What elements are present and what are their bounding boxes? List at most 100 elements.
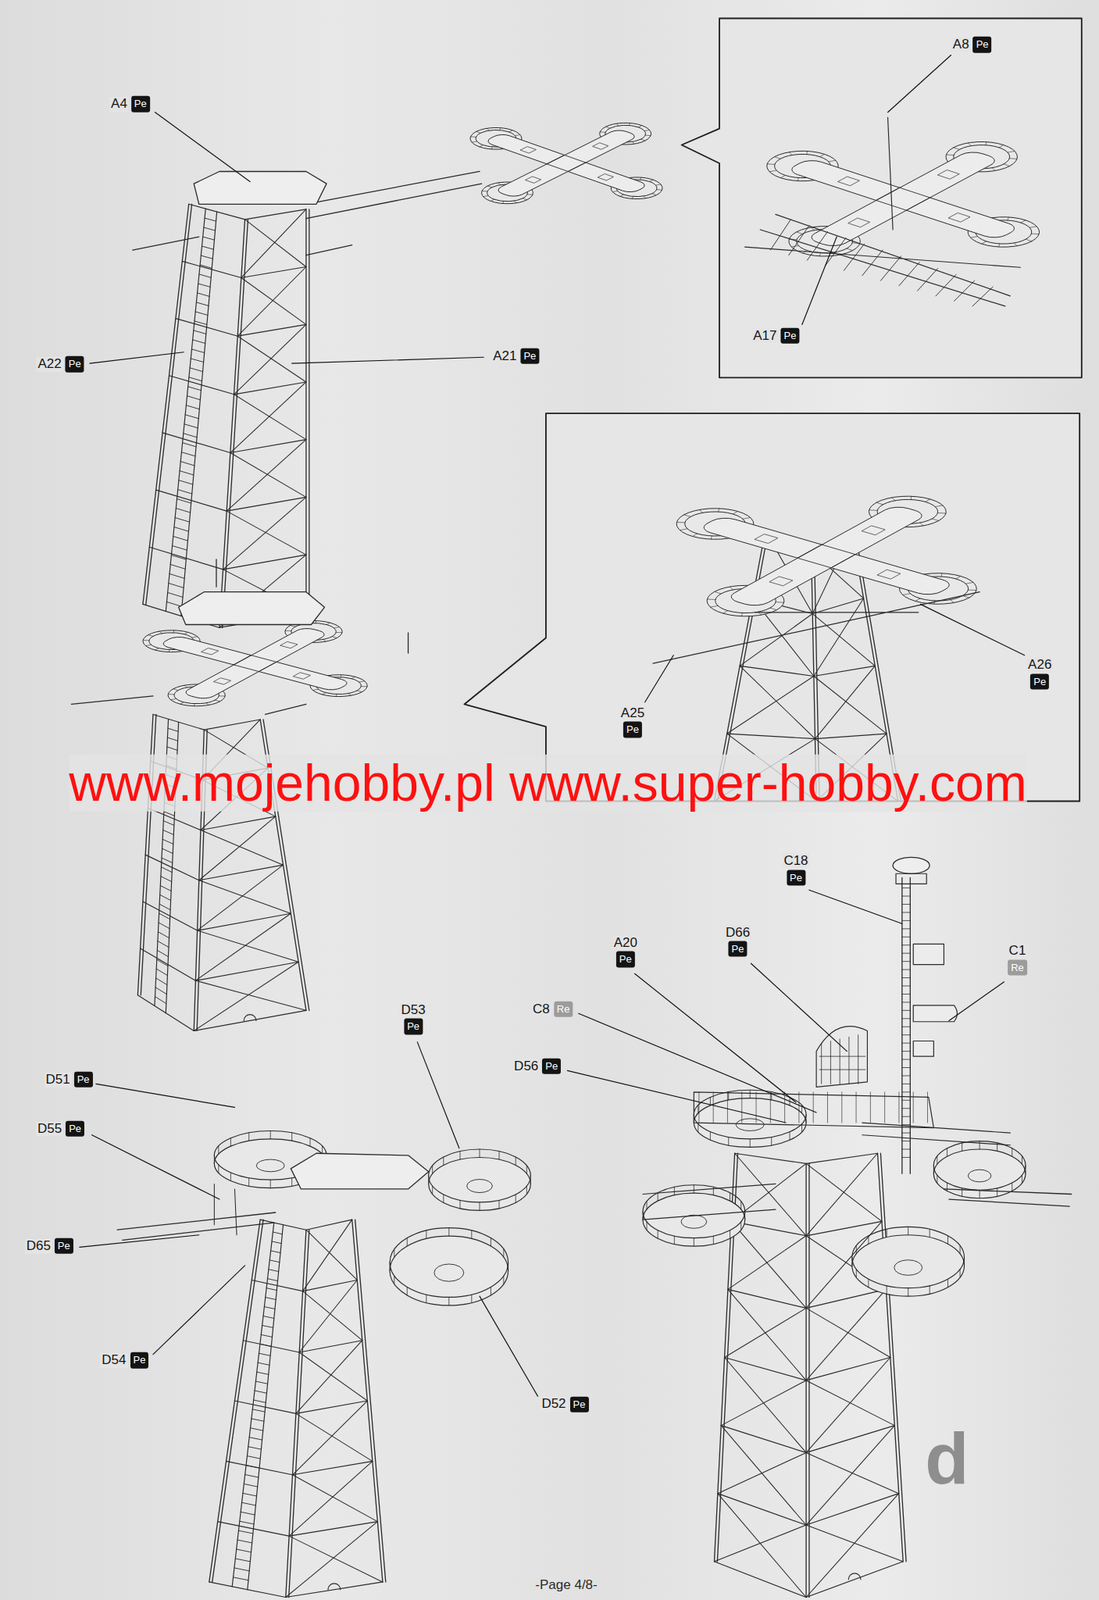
- line-art: [252, 1409, 265, 1412]
- line-art: [299, 1352, 368, 1401]
- line-art: [259, 1352, 272, 1356]
- line-art: [713, 1524, 807, 1562]
- line-art: [485, 128, 491, 131]
- material-badge: Pe: [74, 1071, 93, 1088]
- line-art: [1029, 225, 1037, 229]
- cross-platform: [400, 93, 732, 233]
- line-art: [953, 280, 975, 301]
- line-art: [717, 1493, 900, 1525]
- line-art: [546, 155, 586, 172]
- line-art: [775, 600, 785, 604]
- line-art: [289, 1535, 383, 1582]
- line-art: [938, 170, 960, 180]
- line-art: [655, 183, 661, 186]
- part-callout: D54Pe: [99, 1352, 149, 1368]
- line-art: [180, 702, 184, 704]
- line-art: [933, 1165, 935, 1174]
- line-art: [947, 1278, 949, 1287]
- part-callout: A20Pe: [612, 934, 639, 967]
- line-art: [740, 1201, 742, 1210]
- line-art: [946, 1182, 948, 1191]
- line-art: [802, 236, 837, 325]
- line-art: [425, 1294, 427, 1303]
- line-art: [167, 737, 178, 741]
- line-art: [806, 231, 828, 261]
- line-art: [813, 1091, 814, 1123]
- line-art: [657, 1230, 659, 1239]
- line-art: [333, 694, 339, 697]
- line-art: [173, 688, 179, 691]
- line-art: [851, 1256, 853, 1265]
- line-art: [233, 1577, 249, 1581]
- line-art: [956, 575, 961, 579]
- part-number: C8: [531, 1002, 552, 1017]
- line-art: [291, 1177, 293, 1186]
- line-art: [193, 961, 299, 1031]
- line-art: [155, 648, 159, 650]
- arm: [724, 504, 929, 608]
- line-art: [202, 246, 215, 250]
- line-art: [149, 546, 307, 570]
- line-art: [720, 1425, 895, 1453]
- part-number: A26: [1026, 657, 1053, 673]
- line-art: [393, 1248, 395, 1257]
- line-art: [431, 1165, 433, 1174]
- line-art: [846, 248, 853, 251]
- line-art: [168, 375, 306, 395]
- line-art: [191, 703, 197, 707]
- line-art: [248, 1446, 262, 1449]
- line-art: [630, 196, 636, 199]
- line-art: [979, 1141, 981, 1149]
- line-art: [155, 112, 250, 182]
- ring-platform-rail: [933, 1141, 1026, 1191]
- line-art: [693, 1184, 695, 1193]
- line-art: [981, 241, 987, 244]
- line-art: [806, 1114, 807, 1123]
- line-art: [265, 1297, 276, 1300]
- line-art: [201, 648, 219, 655]
- line-art: [934, 504, 943, 508]
- line-art: [199, 816, 276, 881]
- line-art: [692, 533, 697, 536]
- line-art: [117, 1212, 275, 1240]
- part-number: D66: [724, 924, 752, 940]
- line-art: [710, 1096, 711, 1105]
- line-art: [915, 598, 921, 601]
- line-art: [174, 517, 190, 522]
- material-badge: Pe: [131, 96, 150, 112]
- line-art: [481, 189, 488, 193]
- page-number: -Page 4/8-: [535, 1577, 597, 1593]
- line-art: [360, 685, 368, 688]
- line-art: [463, 413, 1080, 801]
- line-art: [902, 1099, 910, 1101]
- line-art: [902, 1066, 910, 1068]
- line-art: [902, 1116, 910, 1117]
- line-art: [970, 235, 978, 239]
- line-art: [907, 1288, 909, 1296]
- line-art: [331, 636, 337, 639]
- ring-platform-rail: [389, 1227, 509, 1298]
- line-art: [230, 1172, 232, 1181]
- line-art: [194, 321, 207, 325]
- line-art: [803, 151, 811, 155]
- line-art: [839, 1038, 841, 1084]
- line-art: [291, 1132, 293, 1141]
- line-art: [280, 641, 298, 648]
- line-art: [646, 1201, 648, 1210]
- line-art: [877, 569, 901, 579]
- line-art: [299, 1279, 357, 1352]
- line-art: [448, 1227, 450, 1236]
- line-art: [167, 746, 178, 750]
- line-art: [257, 1362, 270, 1365]
- line-art: [268, 1269, 279, 1272]
- line-art: [147, 807, 275, 830]
- line-art: [290, 1152, 429, 1189]
- line-art: [645, 134, 651, 137]
- line-art: [856, 1268, 857, 1277]
- line-art: [479, 145, 484, 147]
- line-art: [162, 838, 174, 844]
- line-art: [346, 693, 354, 696]
- line-art: [886, 1228, 888, 1237]
- line-art: [296, 1413, 373, 1461]
- line-art: [497, 128, 504, 131]
